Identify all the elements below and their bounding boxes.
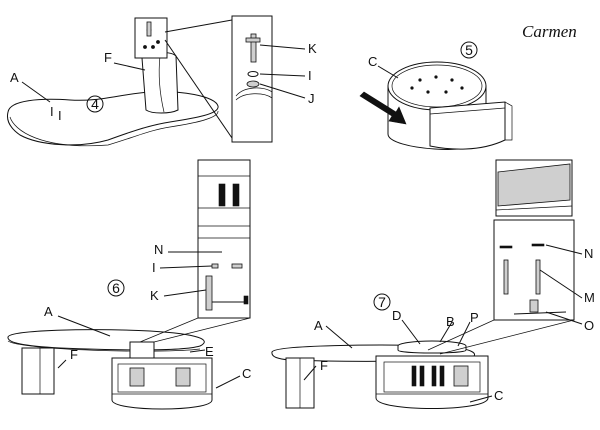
step-5-badge-icon bbox=[460, 41, 478, 59]
step-5-group: C 5 bbox=[359, 41, 513, 150]
label-c: C bbox=[494, 388, 503, 403]
cabinet-top-c bbox=[387, 61, 487, 111]
label-i: I bbox=[50, 104, 54, 119]
step-5-number: 5 bbox=[465, 42, 473, 58]
label-a: A bbox=[10, 70, 19, 85]
label-i-second: I bbox=[58, 108, 62, 123]
push-arrow-icon bbox=[359, 91, 407, 125]
column-f bbox=[141, 51, 179, 114]
step-4-badge-icon bbox=[86, 95, 104, 113]
label-f: F bbox=[70, 347, 78, 362]
label-c: C bbox=[368, 54, 377, 69]
drawer bbox=[429, 101, 506, 150]
label-d: D bbox=[392, 308, 401, 323]
label-a: A bbox=[44, 304, 53, 319]
label-i-detail: I bbox=[308, 68, 312, 83]
step-6-badge-icon bbox=[107, 279, 125, 297]
step-6-number: 6 bbox=[112, 280, 120, 296]
brand-name: Carmen bbox=[522, 22, 577, 41]
table-top-a bbox=[7, 329, 205, 351]
step-4-group: A F I I K I J 4 bbox=[7, 15, 317, 147]
label-p: P bbox=[470, 310, 479, 325]
washer-i bbox=[247, 71, 259, 77]
label-m: M bbox=[584, 290, 595, 305]
step-6-group: N I K A E F C 6 bbox=[7, 159, 251, 410]
nut-j bbox=[246, 80, 260, 88]
step-7-group: D B P A N M O F C 7 bbox=[271, 159, 595, 409]
step-7-number: 7 bbox=[378, 294, 386, 310]
bolt-k bbox=[250, 33, 257, 63]
label-c: C bbox=[242, 366, 251, 381]
label-j: J bbox=[308, 91, 315, 106]
label-o: O bbox=[584, 318, 594, 333]
step-7-badge-icon bbox=[373, 293, 391, 311]
label-k: K bbox=[308, 41, 317, 56]
label-e: E bbox=[205, 344, 214, 359]
step-4-number: 4 bbox=[91, 96, 99, 112]
label-f: F bbox=[320, 358, 328, 373]
cabinet-c bbox=[111, 357, 213, 410]
label-i: I bbox=[152, 260, 156, 275]
label-a: A bbox=[314, 318, 323, 333]
label-f: F bbox=[104, 50, 112, 65]
label-b: B bbox=[446, 314, 455, 329]
leg-f bbox=[21, 347, 55, 395]
base-plate-a bbox=[7, 91, 219, 146]
label-n: N bbox=[584, 246, 593, 261]
label-n: N bbox=[154, 242, 163, 257]
pivot-bracket-e bbox=[129, 341, 155, 359]
label-k: K bbox=[150, 288, 159, 303]
